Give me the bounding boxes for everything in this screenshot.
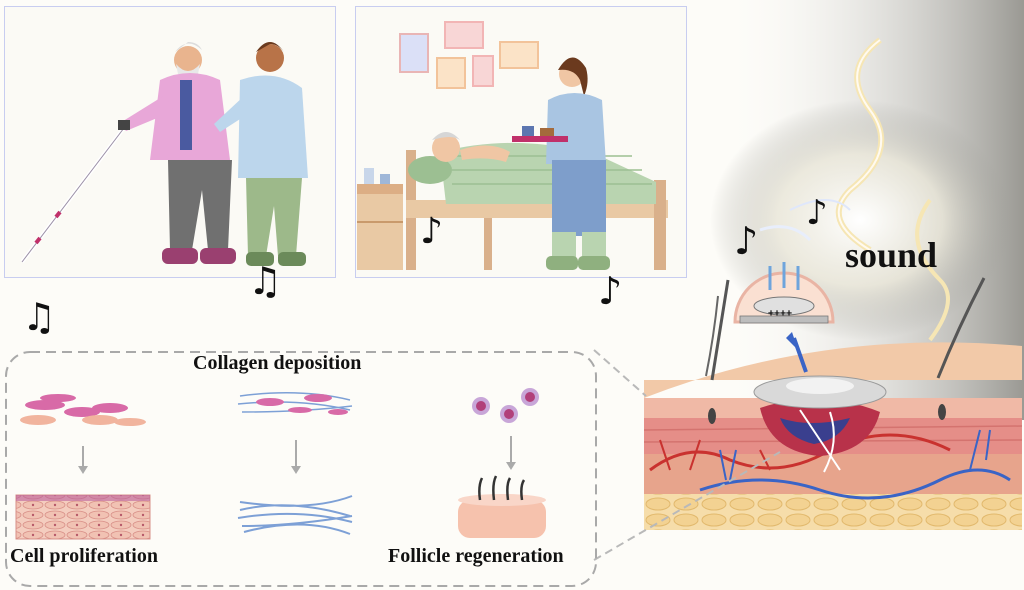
music-note-icon: ♪: [420, 211, 443, 252]
charge-label: ++++: [768, 308, 793, 319]
bedside-care-scene: [357, 21, 668, 270]
regeneration-box: [5, 351, 597, 587]
music-note-icon: ♫: [248, 259, 283, 303]
follicle-illustration: [458, 388, 546, 538]
follicle-regeneration-label: Follicle regeneration: [388, 545, 564, 567]
collagen-illustration: [237, 392, 353, 535]
music-note-icon: ♫: [22, 295, 57, 339]
music-note-icon: ♪: [734, 219, 759, 263]
sound-label: sound: [845, 235, 938, 275]
music-note-icon: ♪: [806, 193, 828, 233]
cell-proliferation-illustration: [15, 394, 151, 540]
sound-stimulation-scene: [643, 0, 1024, 530]
elderly-with-cane-figure: [20, 42, 308, 266]
music-note-icon: ♪: [598, 269, 623, 313]
cell-proliferation-label: Cell proliferation: [10, 545, 158, 567]
hair-follicle-icon: [458, 500, 546, 538]
collagen-deposition-label: Collagen deposition: [193, 352, 362, 374]
